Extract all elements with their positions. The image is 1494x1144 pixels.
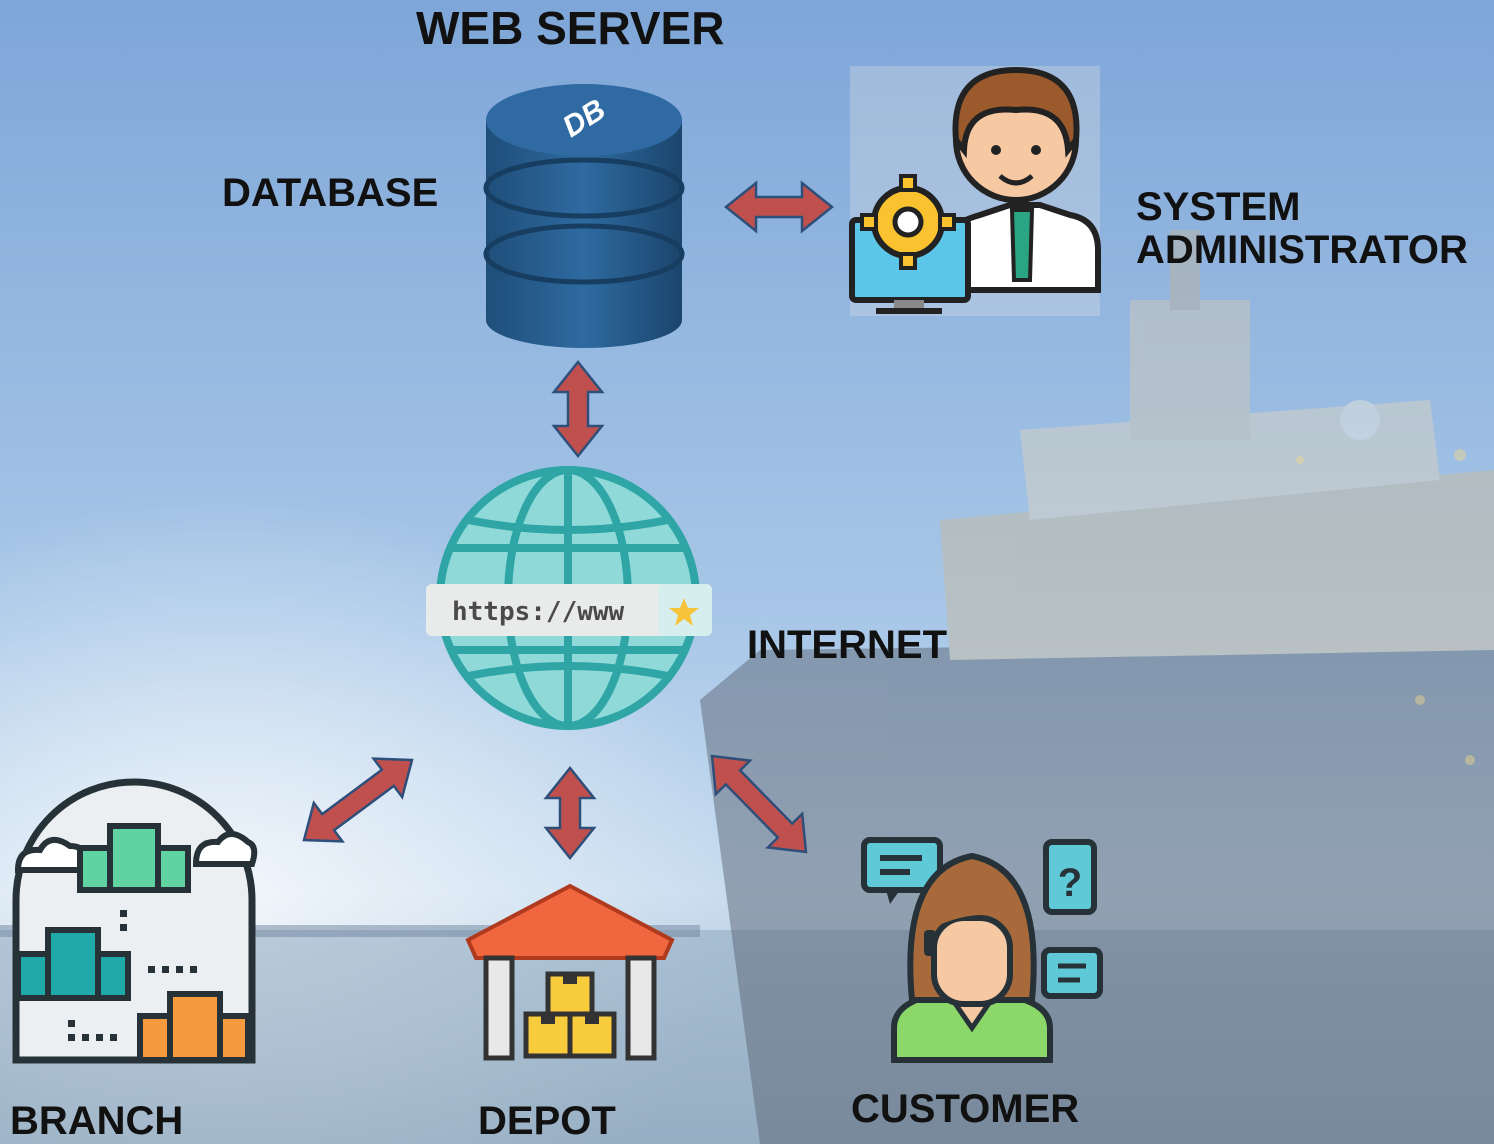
system-administrator-icon bbox=[849, 66, 1101, 316]
branch-buildings-icon bbox=[12, 778, 258, 1064]
system-administrator-label-line2: ADMINISTRATOR bbox=[1136, 228, 1468, 273]
arrow-internet-depot bbox=[543, 765, 597, 861]
internet-label: INTERNET bbox=[747, 623, 947, 667]
depot-label: DEPOT bbox=[478, 1099, 616, 1143]
url-bar-text: https://www bbox=[452, 597, 625, 627]
system-administrator-label: SYSTEM ADMINISTRATOR bbox=[1136, 185, 1468, 273]
depot-warehouse-icon bbox=[465, 883, 675, 1061]
arrow-database-internet bbox=[551, 359, 605, 459]
arrow-database-admin bbox=[723, 180, 835, 234]
connector-arrows bbox=[302, 180, 835, 861]
branch-label: BRANCH bbox=[10, 1099, 184, 1143]
database-icon: DB bbox=[483, 84, 685, 348]
system-administrator-label-line1: SYSTEM bbox=[1136, 185, 1301, 229]
question-icon: ? bbox=[1058, 861, 1082, 905]
globe-icon: https://www bbox=[426, 466, 712, 730]
arrow-internet-customer bbox=[710, 754, 808, 854]
customer-support-icon: ? bbox=[861, 837, 1103, 1063]
star-icon bbox=[669, 598, 699, 626]
customer-label: CUSTOMER bbox=[851, 1087, 1080, 1131]
arrow-internet-branch bbox=[302, 757, 414, 843]
web-server-title: WEB SERVER bbox=[416, 2, 725, 54]
database-label: DATABASE bbox=[222, 171, 439, 215]
